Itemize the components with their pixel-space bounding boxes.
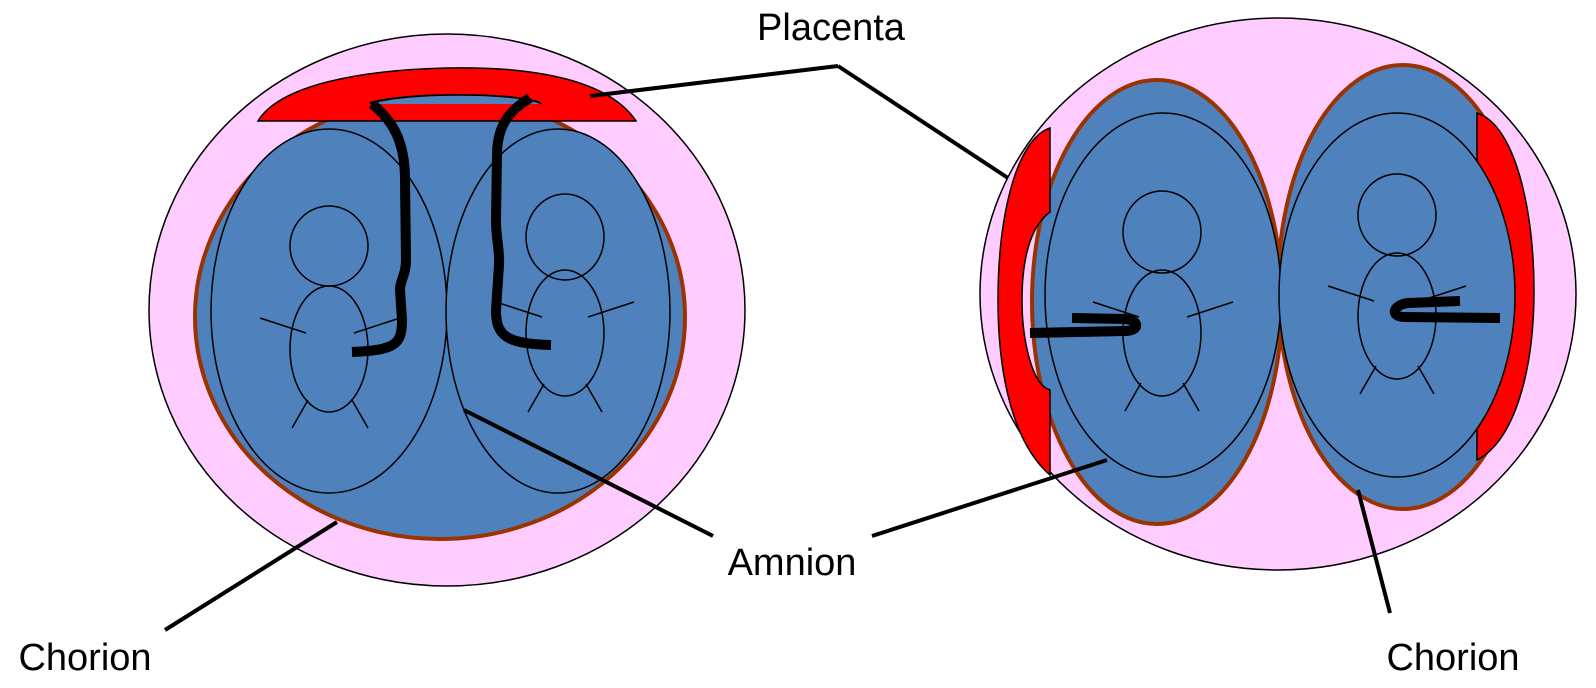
placenta-label: Placenta <box>757 7 906 49</box>
right-twin-diagram <box>980 18 1576 570</box>
right-amnion-1 <box>1045 113 1281 477</box>
left-amnion-2 <box>446 129 670 493</box>
amnion-leader-right <box>872 460 1107 536</box>
chorion-label-right: Chorion <box>1386 637 1519 679</box>
placenta-leader-right <box>838 66 1008 178</box>
chorion-label-left: Chorion <box>18 637 151 679</box>
amnion-label: Amnion <box>728 542 857 584</box>
placenta-leader-left <box>590 66 838 96</box>
left-amnion-1 <box>211 129 447 493</box>
left-twin-diagram <box>149 34 745 586</box>
right-amnion-2 <box>1279 113 1515 477</box>
chorion-leader-left <box>165 522 337 630</box>
